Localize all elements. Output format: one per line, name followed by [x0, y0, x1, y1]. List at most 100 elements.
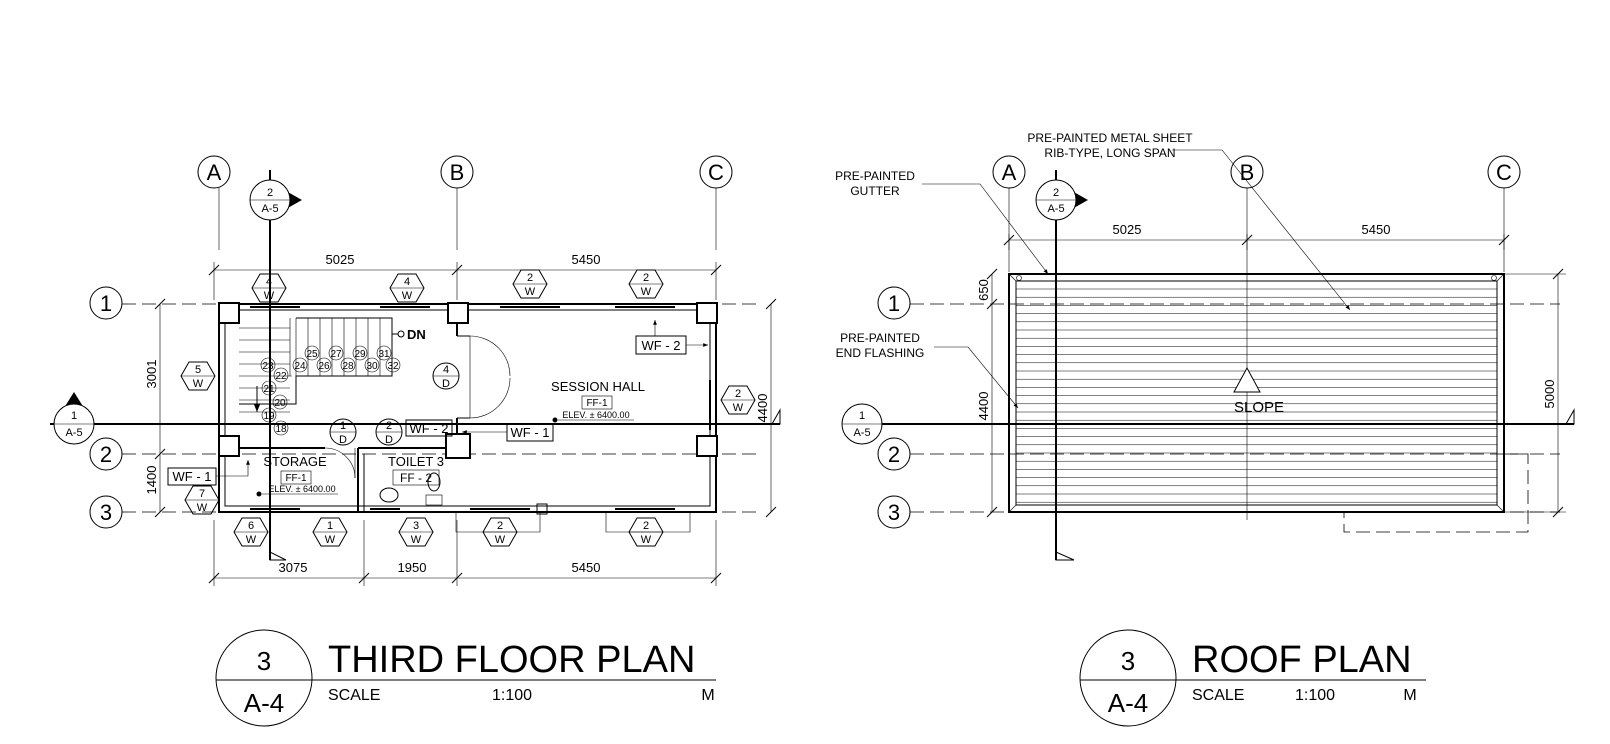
- step-tag: 27: [328, 345, 344, 361]
- svg-text:5: 5: [195, 364, 201, 376]
- svg-text:W: W: [246, 534, 257, 546]
- step-tag: 26: [316, 357, 332, 373]
- stair: DN: [239, 317, 426, 425]
- svg-text:A-5: A-5: [853, 427, 870, 439]
- grid-bubble-b: B: [440, 155, 474, 189]
- step-tag: 23: [260, 357, 276, 373]
- svg-text:A-4: A-4: [244, 688, 284, 718]
- dimension-right: 4400: [755, 298, 777, 518]
- window-tag-bottom-5: 2 W: [605, 512, 691, 547]
- interior-walls: [239, 323, 470, 512]
- wall-finish-tag: WF - 1: [167, 460, 250, 486]
- svg-text:FF-1: FF-1: [285, 473, 307, 484]
- grid-bubble-3: 3: [89, 495, 123, 529]
- svg-text:ELEV. ± 6400.00: ELEV. ± 6400.00: [268, 484, 335, 494]
- window-tag-left-5: 5 W: [180, 361, 216, 391]
- svg-text:C: C: [1496, 160, 1512, 185]
- svg-text:FF-1: FF-1: [586, 398, 608, 409]
- svg-text:23: 23: [262, 361, 274, 372]
- svg-text:M: M: [1403, 687, 1416, 704]
- grid-bubble-2: 2: [89, 437, 123, 471]
- roof-dimension-top: 5025 5450: [1003, 222, 1510, 272]
- step-tag: 31: [376, 345, 392, 361]
- svg-text:A: A: [1002, 160, 1017, 185]
- svg-text:WF - 1: WF - 1: [173, 469, 212, 484]
- svg-text:1: 1: [888, 291, 900, 316]
- note-gutter: PRE-PAINTED GUTTER: [835, 169, 1049, 275]
- step-tag: 28: [340, 357, 356, 373]
- roof-grid-bubble-b: B: [1230, 155, 1264, 189]
- dimension-bottom: 3075 1950 5450: [208, 520, 722, 586]
- step-tag: 25: [304, 345, 320, 361]
- window-tag-left-7: 7 W: [184, 485, 220, 515]
- svg-text:32: 32: [387, 361, 399, 372]
- roof-section-marker-horizontal: 1 A-5: [841, 403, 1575, 445]
- svg-text:25: 25: [306, 349, 318, 360]
- window-tag-bottom-3: 3 W: [398, 517, 434, 547]
- roof-plan: A B C 1 2 3: [835, 131, 1575, 727]
- svg-text:31: 31: [378, 349, 390, 360]
- svg-text:2: 2: [643, 520, 649, 532]
- room-session-hall: SESSION HALL FF-1 ELEV. ± 6400.00: [551, 379, 645, 423]
- step-tag: 22: [273, 367, 289, 383]
- svg-text:2: 2: [1053, 187, 1059, 199]
- wall-finish-tag: WF - 2: [405, 419, 453, 437]
- svg-text:26: 26: [318, 361, 330, 372]
- door-swing-storage: [324, 447, 356, 479]
- svg-text:W: W: [641, 534, 652, 546]
- grid-bubble-a: A: [197, 155, 231, 189]
- svg-text:A-5: A-5: [261, 203, 278, 215]
- svg-text:4: 4: [404, 276, 410, 288]
- third-floor-plan: A B C 1 2 3: [50, 155, 781, 727]
- svg-text:ROOF PLAN: ROOF PLAN: [1192, 639, 1412, 681]
- svg-text:WF - 1: WF - 1: [511, 425, 550, 440]
- svg-text:STORAGE: STORAGE: [263, 454, 327, 469]
- svg-text:1: 1: [859, 410, 865, 422]
- door-swing-main: [469, 335, 511, 419]
- wall-finish-tag: WF - 1: [462, 423, 554, 442]
- roof-grid-bubble-c: C: [1487, 155, 1521, 189]
- svg-text:1950: 1950: [398, 560, 427, 575]
- svg-text:29: 29: [354, 349, 366, 360]
- svg-text:PRE-PAINTED: PRE-PAINTED: [840, 331, 920, 345]
- svg-text:30: 30: [366, 361, 378, 372]
- roof-slope-indicator: SLOPE: [1233, 366, 1284, 416]
- svg-text:5450: 5450: [1362, 222, 1391, 237]
- dimension-top: 5025 5450: [208, 252, 722, 300]
- svg-text:W: W: [495, 534, 506, 546]
- svg-text:3: 3: [100, 500, 112, 525]
- window-tag-top-4: 2 W: [628, 269, 664, 299]
- svg-text:PRE-PAINTED METAL SHEET: PRE-PAINTED METAL SHEET: [1027, 131, 1193, 145]
- svg-text:7: 7: [199, 488, 205, 500]
- svg-text:28: 28: [342, 361, 354, 372]
- step-tag: 24: [292, 357, 308, 373]
- svg-text:5025: 5025: [1113, 222, 1142, 237]
- window-tag-right: 2 W: [720, 385, 756, 415]
- svg-text:2: 2: [888, 442, 900, 467]
- roof-grid-bubble-3: 3: [877, 495, 911, 529]
- svg-text:A: A: [207, 160, 222, 185]
- drawing-title-roof: 3 A-4 ROOF PLAN SCALE 1:100 M: [1079, 629, 1426, 727]
- step-tag: 18: [273, 420, 289, 436]
- svg-text:5450: 5450: [572, 560, 601, 575]
- svg-text:FF - 2: FF - 2: [400, 471, 432, 485]
- section-marker-horizontal: 1 A-5: [50, 392, 781, 445]
- svg-text:W: W: [193, 378, 204, 390]
- svg-text:1: 1: [100, 291, 112, 316]
- svg-text:ELEV. ± 6400.00: ELEV. ± 6400.00: [562, 410, 629, 420]
- svg-text:1:100: 1:100: [492, 687, 532, 704]
- roof-grid-bubble-a: A: [992, 155, 1026, 189]
- svg-text:D: D: [385, 434, 393, 446]
- svg-text:4400: 4400: [755, 394, 770, 423]
- svg-text:WF - 2: WF - 2: [642, 338, 681, 353]
- window-tag-bottom-4: 2 W: [455, 512, 541, 547]
- svg-text:27: 27: [330, 349, 342, 360]
- step-tag: 29: [352, 345, 368, 361]
- roof-sheet: [1008, 273, 1529, 533]
- svg-text:END FLASHING: END FLASHING: [836, 346, 925, 360]
- svg-text:W: W: [411, 534, 422, 546]
- stair-dn-label: DN: [407, 327, 426, 342]
- svg-text:3075: 3075: [279, 560, 308, 575]
- door-tag-1: 1 D: [329, 418, 357, 446]
